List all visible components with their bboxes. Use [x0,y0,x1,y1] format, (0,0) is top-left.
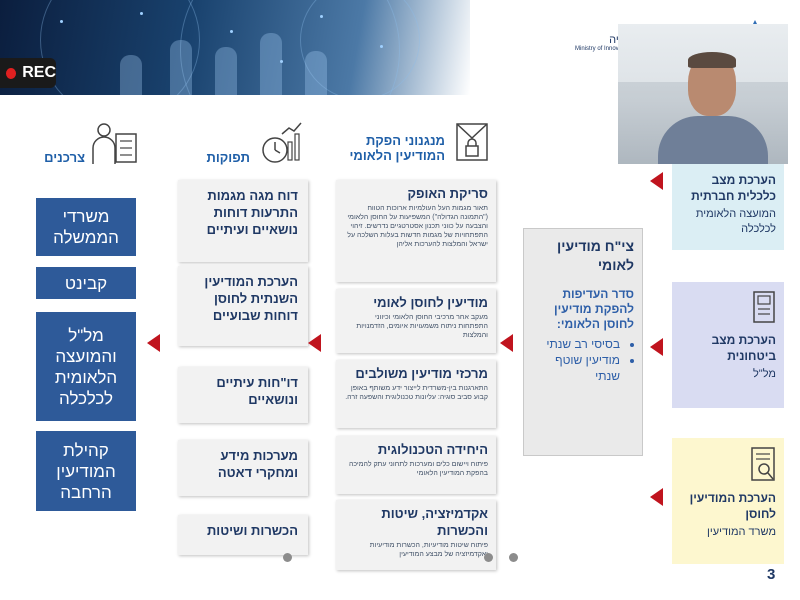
center-bullet: מודיעין שוטף שנתי [532,352,620,384]
center-bullet: בסיסי רב שנתי [532,336,620,352]
arrow-left-icon [650,338,663,356]
mechanism-desc: התארגנות בין-משרדית לייצור ידע משותף באו… [345,385,488,401]
mechanism-title: סריקת האופק [407,186,488,201]
assessment-title: הערכת מצב כלכלית חברתית [691,173,776,203]
assessment-subtitle: המועצה הלאומית לכלכלה [695,208,776,235]
output-box: הכשרות ושיטות [178,515,308,555]
center-bullets: בסיסי רב שנתי מודיעין שוטף שנתי [532,336,634,384]
header-mechanisms: מנגנוני הפקת המודיעין הלאומי [349,133,445,163]
assessment-subtitle: משרד המודיעין [707,526,776,538]
output-title: הכשרות ושיטות [206,523,298,538]
output-box: דו"חות עיתיים ונושאיים [178,367,308,423]
assessment-box-resilience: הערכת המודיעין לחוסן משרד המודיעין [672,438,784,564]
mechanism-box: היחידה הטכנולוגית פיתוח ויישום כלים ומער… [336,436,496,494]
output-box: הערכת המודיעין השנתית לחוסן דוחות שבועיי… [178,266,308,346]
mechanism-box: מרכזי מודיעין משולבים התארגנות בין-משרדי… [336,360,496,428]
arrow-left-icon [650,488,663,506]
mechanism-box: אקדמיזציה, שיטות והכשרות פיתוח שיטות מוד… [336,500,496,570]
mechanism-box: מודיעין לחוסן לאומי מעקב אחר מרכיבי החוס… [336,289,496,353]
report-search-icon [751,447,775,481]
mechanism-desc: תאור מגמות העל העולמיות ארוכות הטווח ("ה… [347,205,488,248]
output-box: מערכות מידע ומחקרי דאטה [178,440,308,496]
logo-line-3: Ministry of Innovat [575,46,624,52]
pagination-dot[interactable] [283,553,292,562]
center-title: צי"ח מודיעין לאומי [557,238,634,273]
record-dot-icon [6,67,17,79]
mechanism-title: מודיעין לחוסן לאומי [373,295,488,310]
clock-chart-icon [262,122,302,163]
pagination-dot[interactable] [509,553,518,562]
document-icon [753,291,775,323]
arrow-left-icon [308,334,321,352]
header-consumers: צרכנים [44,150,85,165]
arrow-left-icon [650,172,663,190]
mechanism-desc: פיתוח שיטות מודיעיות, הכשרות מודיעיות וא… [369,542,488,558]
mechanism-box: סריקת האופק תאור מגמות העל העולמיות ארוכ… [336,180,496,282]
assessment-box-security: הערכת מצב ביטחונית מל"ל [672,282,784,408]
mechanism-title: היחידה הטכנולוגית [377,442,488,457]
assessment-box-economic: הערכת מצב כלכלית חברתית המועצה הלאומית ל… [672,164,784,250]
center-subtitle: סדר העדיפות להפקת מודיעין לחוסן הלאומי: [554,287,634,331]
output-box: דוח מגה מגמות התרעות דוחות נושאיים ועיתי… [178,180,308,262]
header-outputs: תפוקות [206,150,250,165]
assessment-title: הערכת מצב ביטחונית [711,333,776,363]
consumer-box: קבינט [36,267,136,299]
output-title: דוח מגה מגמות התרעות דוחות נושאיים ועיתי… [206,188,298,237]
output-title: דו"חות עיתיים ונושאיים [216,375,298,407]
consumer-box: מל"ל והמועצה הלאומית לכלכלה [36,312,136,421]
envelope-lock-icon [456,123,488,161]
mechanism-desc: מעקב אחר מרכיבי החוסן הלאומי וכיווני התפ… [356,314,488,339]
webcam-video [618,24,788,164]
arrow-left-icon [147,334,160,352]
output-title: מערכות מידע ומחקרי דאטה [217,448,298,480]
national-intel-box: צי"ח מודיעין לאומי סדר העדיפות להפקת מוד… [523,228,643,456]
pagination-dot[interactable] [484,553,493,562]
consumer-box: משרדי הממשלה [36,198,136,256]
page-number: 3 [767,566,776,583]
person-checklist-icon [92,123,137,164]
mechanism-desc: פיתוח ויישום כלים ומערכות לתחוני עתק להמ… [348,461,488,477]
recording-indicator: REC [0,58,56,88]
recording-label: REC [22,64,56,81]
assessment-title: הערכת המודיעין לחוסן [689,491,776,521]
output-title: הערכת המודיעין השנתית לחוסן דוחות שבועיי… [204,274,298,323]
header-banner [0,0,470,95]
consumer-box: קהילת המודיעין הרחבה [36,431,136,511]
mechanism-title: אקדמיזציה, שיטות והכשרות [381,506,488,538]
arrow-left-icon [500,334,513,352]
assessment-subtitle: מל"ל [752,368,776,380]
mechanism-title: מרכזי מודיעין משולבים [355,366,488,381]
